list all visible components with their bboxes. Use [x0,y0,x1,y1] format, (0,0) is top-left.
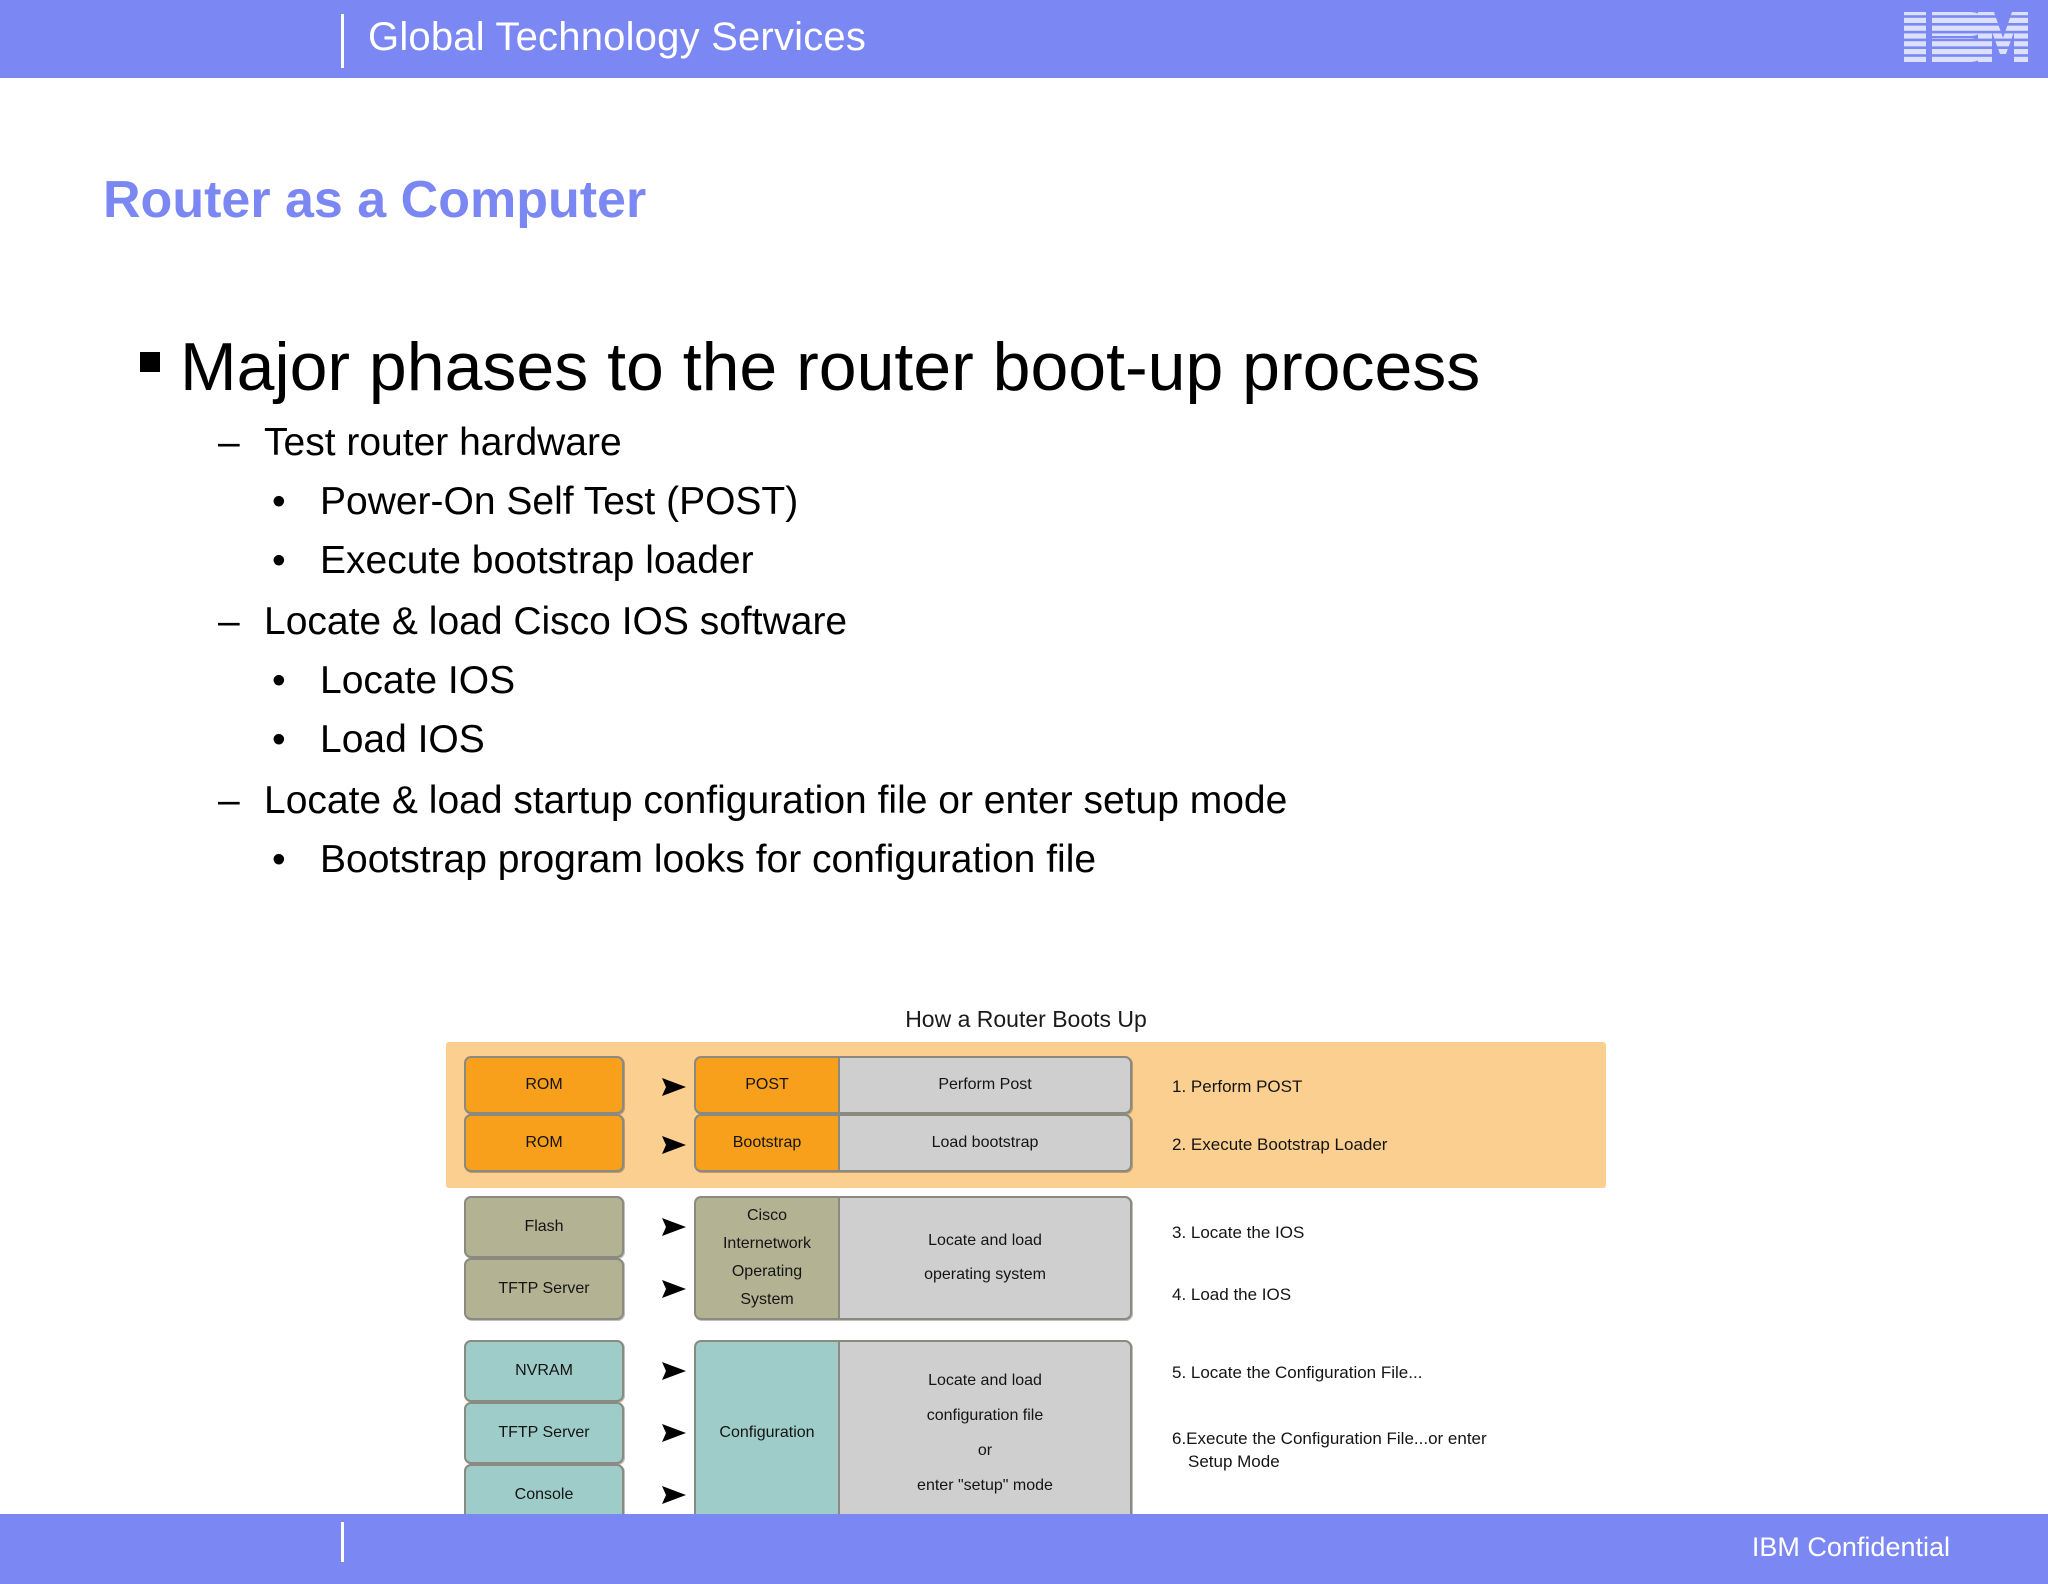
diagram-box-tftp-server-1: TFTP Server [464,1258,624,1320]
bullet-text: Locate IOS [320,659,516,702]
diagram-box-locate-load-os: Locate and load operating system [838,1196,1132,1320]
bullet-level1-text: Major phases to the router boot-up proce… [180,329,1481,405]
diagram-box-perform-post: Perform Post [838,1056,1132,1114]
ibm-logo-icon [1902,10,2030,64]
arrow-icon [628,1274,690,1304]
ios-line-3: Operating [731,1263,803,1280]
arrow-icon [628,1212,690,1242]
diagram-box-post: POST [694,1056,838,1114]
bullet-text: Load IOS [320,718,485,761]
page-title: Router as a Computer [103,171,647,229]
header-title: Global Technology Services [368,15,867,59]
locate-cfg-line-3: or [977,1442,993,1459]
bullet-text: Execute bootstrap loader [320,539,754,582]
dash-bullet-icon: – [218,421,240,464]
ios-line-2: Internetwork [722,1235,812,1252]
diagram-note-6-line-1: 6.Execute the Configuration File...or en… [1172,1429,1487,1448]
diagram-note-1: 1. Perform POST [1172,1077,1303,1096]
diagram-box-tftp-server-2: TFTP Server [464,1402,624,1464]
dash-bullet-icon: – [218,600,240,643]
locate-cfg-line-4: enter "setup" mode [917,1477,1053,1495]
ios-line-1: Cisco [746,1207,787,1224]
bullet-item: • Load IOS [272,720,2048,759]
diagram-note-2: 2. Execute Bootstrap Loader [1172,1135,1388,1154]
dot-bullet-icon: • [272,838,286,881]
bullet-text: Locate & load startup configuration file… [264,779,1288,822]
square-bullet-icon [140,352,160,373]
bullet-item: –Locate & load Cisco IOS software [218,602,2048,641]
slide-footer: IBM Confidential [0,1514,2048,1584]
slide-header: Global Technology Services [0,0,2048,78]
locate-cfg-line-2: configuration file [926,1406,1044,1424]
diagram-box-bootstrap: Bootstrap [694,1114,838,1172]
diagram-box-nvram: NVRAM [464,1340,624,1402]
bullet-item: • Execute bootstrap loader [272,541,2048,580]
diagram-box-load-bootstrap: Load bootstrap [838,1114,1132,1172]
footer-divider [341,1522,344,1562]
diagram-note-6-line-2: Setup Mode [1188,1451,1280,1471]
dot-bullet-icon: • [272,539,286,582]
bullet-item: • Bootstrap program looks for configurati… [272,840,2048,879]
router-boot-diagram: How a Router Boots Up ROM ROM POST Perfo… [430,1000,1622,1530]
diagram-note-3: 3. Locate the IOS [1172,1223,1305,1242]
bullet-list: Major phases to the router boot-up proce… [0,333,2048,879]
locate-os-line-1: Locate and load [928,1232,1042,1250]
arrow-icon [628,1480,690,1510]
diagram-title: How a Router Boots Up [905,1006,1147,1032]
locate-cfg-line-1: Locate and load [928,1371,1042,1389]
arrow-icon [628,1072,690,1102]
bullet-text: Test router hardware [264,421,622,464]
confidentiality-label: IBM Confidential [1751,1532,1950,1562]
dot-bullet-icon: • [272,659,286,702]
diagram-note-6: 6.Execute the Configuration File...or en… [1172,1428,1487,1474]
diagram-note-5: 5. Locate the Configuration File... [1172,1363,1423,1382]
arrow-icon [628,1418,690,1448]
bullet-item: –Test router hardware [218,423,2048,462]
diagram-note-4: 4. Load the IOS [1172,1285,1292,1304]
diagram-box-cisco-ios: Cisco Internetwork Operating System [694,1196,838,1320]
diagram-box-rom-1: ROM [464,1056,624,1114]
arrow-icon [628,1356,690,1386]
bullet-level1: Major phases to the router boot-up proce… [140,333,2048,401]
locate-os-line-2: operating system [924,1266,1046,1283]
dot-bullet-icon: • [272,480,286,523]
dash-bullet-icon: – [218,779,240,822]
diagram-box-flash: Flash [464,1196,624,1258]
dot-bullet-icon: • [272,718,286,761]
bullet-item: –Locate & load startup configuration fil… [218,781,2048,820]
diagram-box-configuration: Configuration [694,1340,838,1526]
header-divider [341,14,344,68]
diagram-box-rom-2: ROM [464,1114,624,1172]
bullet-item: • Locate IOS [272,661,2048,700]
bullet-item: • Power-On Self Test (POST) [272,482,2048,521]
bullet-text: Power-On Self Test (POST) [320,480,799,523]
arrow-icon [628,1130,690,1160]
bullet-text: Bootstrap program looks for configuratio… [320,838,1097,881]
ios-line-4: System [740,1291,794,1308]
diagram-box-locate-load-config: Locate and load configuration file or en… [838,1340,1132,1526]
bullet-text: Locate & load Cisco IOS software [264,600,848,643]
